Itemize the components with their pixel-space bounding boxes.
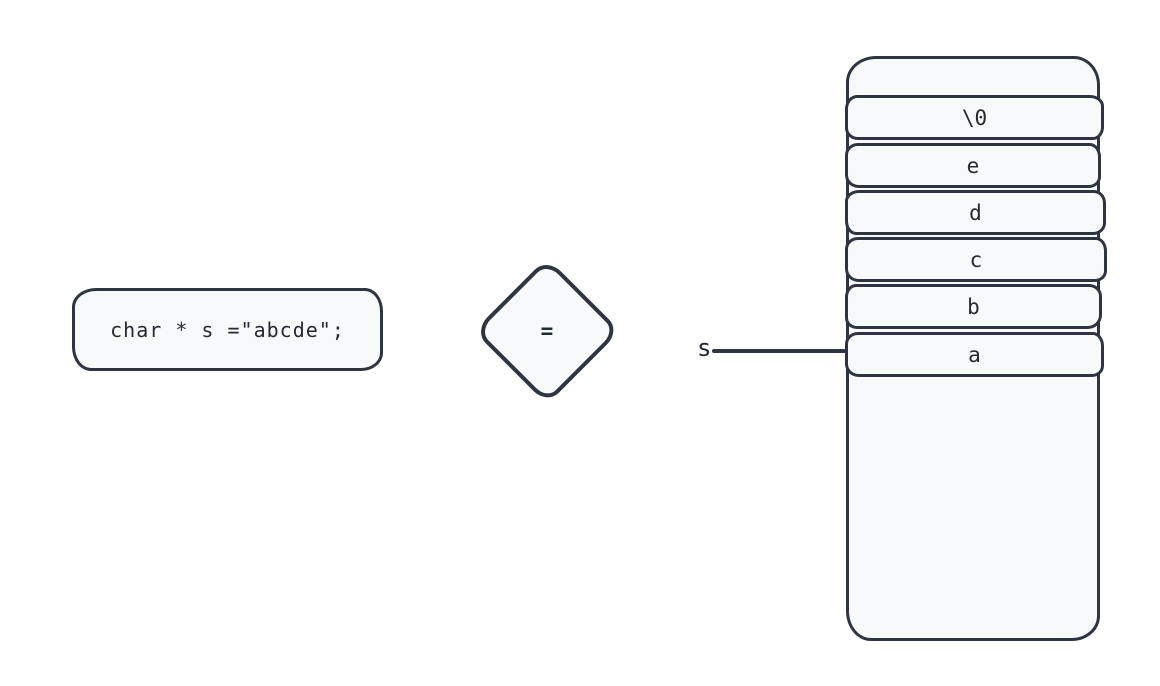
code-declaration-box: char * s ="abcde"; bbox=[72, 288, 383, 371]
memory-cell-label: b bbox=[967, 294, 980, 319]
memory-cell-nul: \0 bbox=[845, 95, 1104, 140]
equals-diamond: = bbox=[473, 257, 621, 405]
memory-cell-d: d bbox=[845, 190, 1106, 235]
equals-operator-label: = bbox=[540, 319, 554, 343]
memory-cell-b: b bbox=[845, 284, 1102, 329]
pointer-line bbox=[712, 349, 846, 353]
pointer-variable-label: s bbox=[697, 334, 712, 362]
memory-cell-label: c bbox=[969, 247, 983, 272]
memory-cell-label: \0 bbox=[961, 105, 988, 130]
memory-cell-label: d bbox=[969, 200, 982, 225]
code-declaration-text: char * s ="abcde"; bbox=[110, 317, 345, 342]
memory-cell-a: a bbox=[845, 332, 1104, 377]
memory-cell-label: e bbox=[966, 153, 980, 178]
memory-cell-c: c bbox=[845, 237, 1107, 282]
memory-cell-label: a bbox=[968, 342, 981, 367]
memory-column: \0 e d c b a bbox=[845, 56, 1107, 641]
memory-cell-e: e bbox=[845, 143, 1101, 188]
